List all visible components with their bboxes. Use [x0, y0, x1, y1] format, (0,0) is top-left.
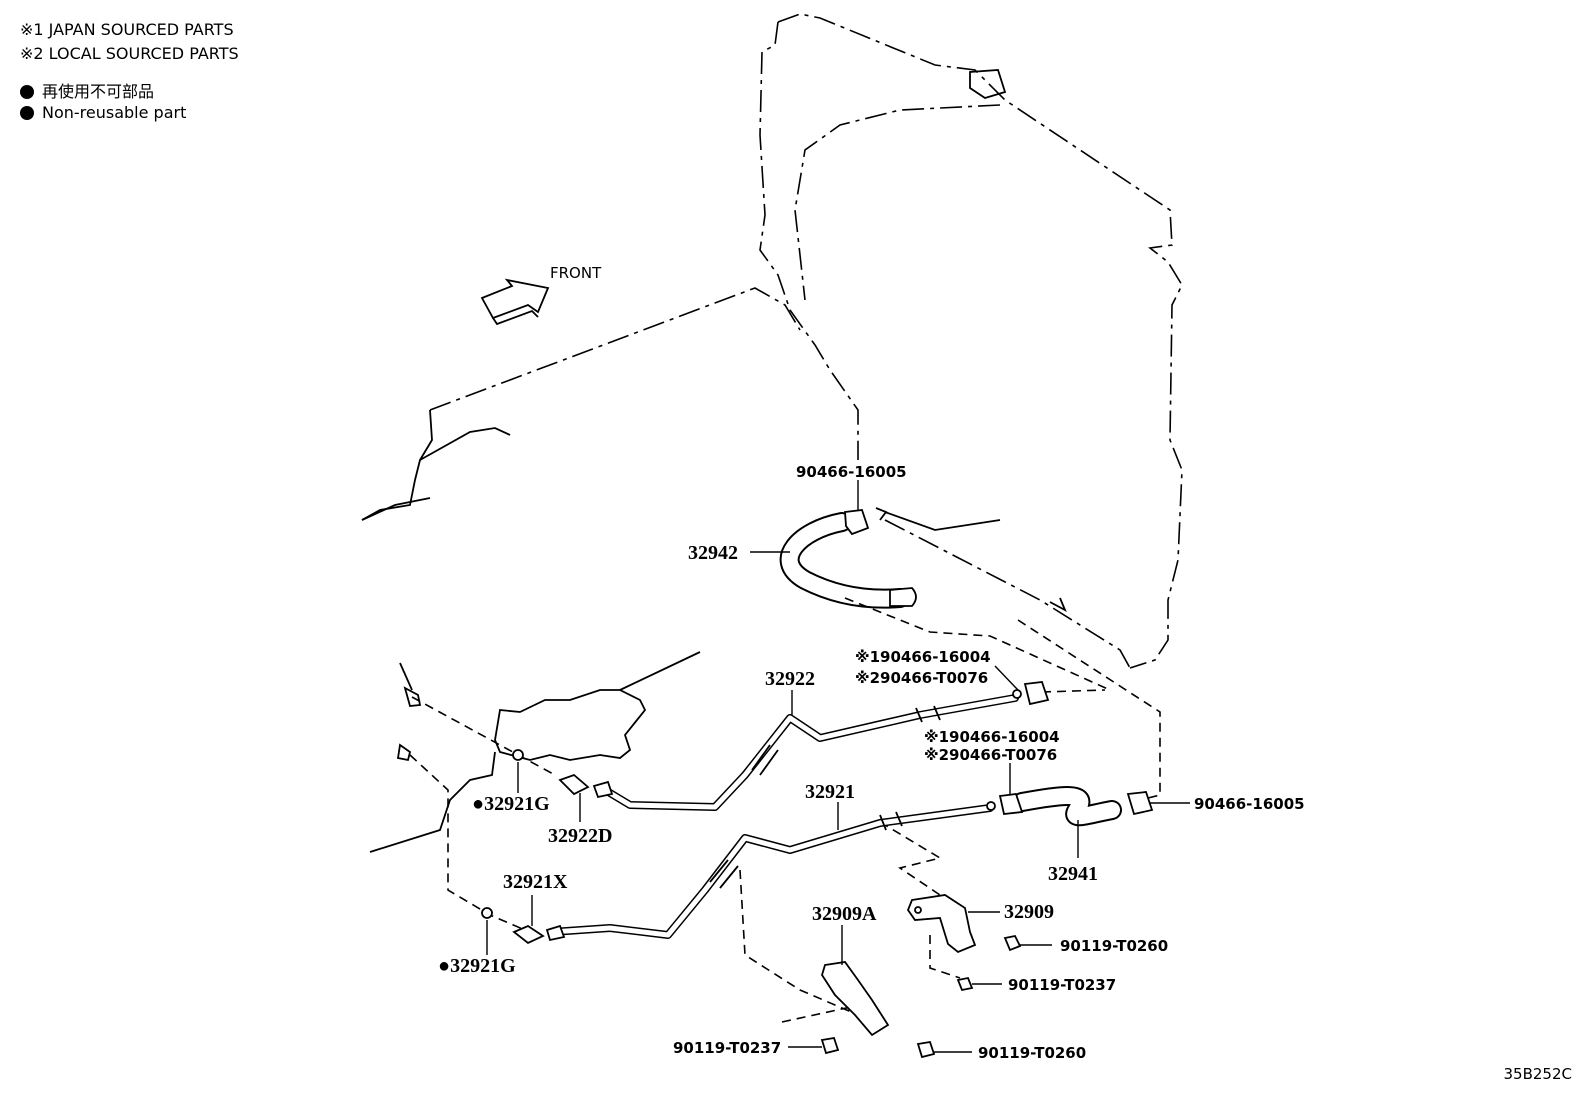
radiator-outline — [759, 13, 1183, 669]
hose-32941 — [1012, 786, 1122, 827]
legend-nonreusable-en-text: Non-reusable part — [42, 103, 187, 122]
callout-bracket-32909A: 32909A — [812, 903, 877, 925]
callout-gasket-lower: ●32921G — [438, 955, 516, 977]
clip-right-part — [1126, 791, 1154, 816]
callout-bolt-a: 90119-T0260 — [1060, 937, 1168, 955]
legend-nonreusable-jp: 再使用不可部品 — [20, 78, 154, 102]
callout-clip-top: 90466-16005 — [796, 463, 907, 481]
pipe-32921 — [548, 804, 994, 939]
bracket-32909A-part — [820, 961, 936, 1059]
callout-clip-32921-local: ※290466-T0076 — [924, 746, 1057, 764]
callout-union-32922D: 32922D — [548, 825, 612, 847]
callout-pipe-32921: 32921 — [805, 781, 855, 803]
union-32921X-part — [481, 907, 566, 945]
callout-bolt-b: 90119-T0237 — [1008, 976, 1116, 994]
callout-clip-right: 90466-16005 — [1194, 795, 1305, 813]
clip-32921-part — [986, 793, 1024, 815]
callout-bolt-d: 90119-T0260 — [978, 1044, 1086, 1062]
front-arrow-icon — [480, 278, 550, 326]
callout-clip-32922-local: ※290466-T0076 — [855, 669, 988, 687]
front-label: FRONT — [550, 264, 602, 282]
union-32922D-part — [512, 749, 614, 799]
clip-32922-part — [1012, 681, 1050, 706]
hose-32942 — [779, 512, 917, 609]
transmission-outline — [361, 287, 801, 853]
leader-lines — [486, 480, 1190, 1053]
legend-nonreusable-en: Non-reusable part — [20, 103, 186, 122]
callout-bracket-32909: 32909 — [1004, 901, 1054, 923]
callout-union-32921X: 32921X — [503, 871, 568, 893]
legend-nonreusable-jp-text: 再使用不可部品 — [42, 82, 155, 101]
callout-bolt-c: 90119-T0237 — [673, 1039, 781, 1057]
callout-clip-32921-japan: ※190466-16004 — [924, 728, 1060, 746]
callout-hose-32941: 32941 — [1048, 863, 1098, 885]
clip-top-part — [844, 507, 888, 536]
legend-note-japan: ※1 JAPAN SOURCED PARTS — [20, 20, 234, 39]
diagram-code: 35B252C — [1503, 1065, 1572, 1083]
callout-clip-32922-japan: ※190466-16004 — [855, 648, 991, 666]
legend-note-local: ※2 LOCAL SOURCED PARTS — [20, 44, 239, 63]
filled-circle-icon — [20, 106, 34, 120]
pipe-32922 — [601, 694, 1019, 811]
bracket-32909-part — [906, 894, 1022, 992]
callout-pipe-32922: 32922 — [765, 668, 815, 690]
filled-circle-icon — [20, 85, 34, 99]
callout-gasket-upper: ●32921G — [472, 793, 550, 815]
callout-hose-32942: 32942 — [688, 542, 738, 564]
